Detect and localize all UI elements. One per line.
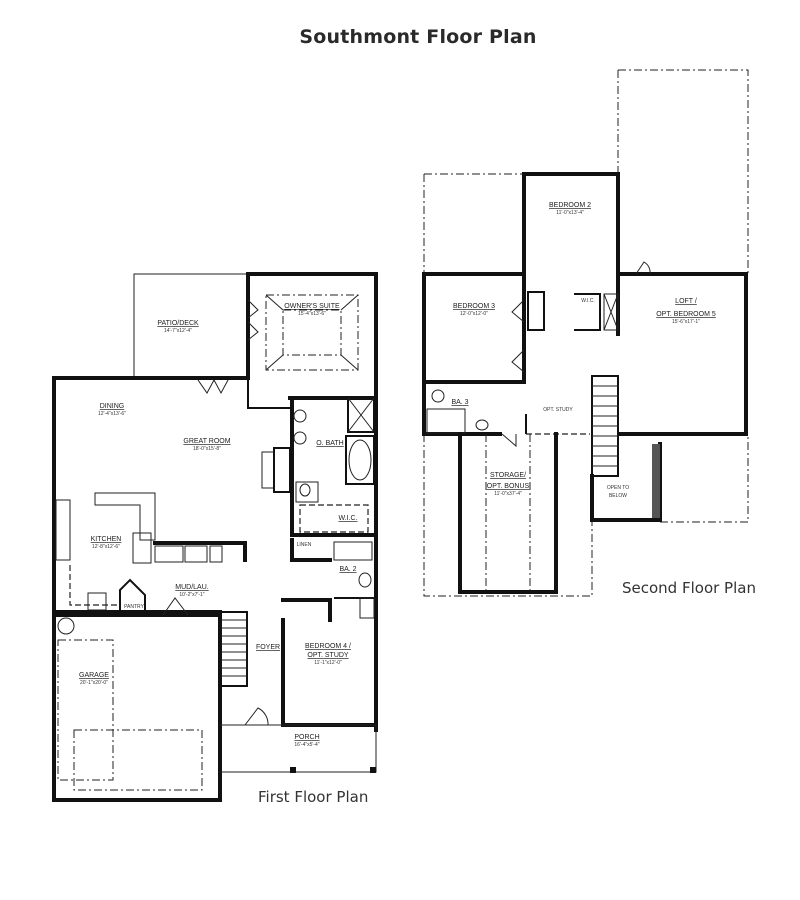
label-great-room: GREAT ROOM (183, 438, 230, 445)
label-open-line1: OPEN TO (607, 485, 629, 491)
dims-dining: 12'-4"x13'-6" (98, 411, 126, 417)
first-floor-plan (52, 272, 378, 802)
label-owners-suite: OWNER'S SUITE (284, 303, 340, 310)
label-wic-first: W.I.C. (338, 515, 357, 522)
dims-bedroom2: 11'-0"x13'-4" (556, 210, 584, 216)
label-open-below: BELOW (609, 493, 627, 499)
label-garage: GARAGE (79, 672, 109, 679)
dims-mudfall: 10'-2"x7'-1" (179, 592, 204, 598)
dims-kitchen: 12'-8"x12'-6" (92, 544, 120, 550)
stairs-first-floor (220, 611, 248, 687)
label-kitchen: KITCHEN (91, 536, 122, 543)
label-wic-second: W.I.C. (581, 298, 595, 304)
label-storage: OPT. BONUS (487, 483, 530, 490)
stairs-second-floor (591, 375, 619, 477)
room-labels: PATIO/DECK 14'-7"x12'-4" OWNER'S SUITE 1… (79, 202, 716, 748)
label-opt-study: OPT. STUDY (543, 407, 573, 413)
label-bedroom3: BEDROOM 3 (453, 303, 495, 310)
label-loft-line1: LOFT / (675, 298, 697, 305)
label-dining: DINING (100, 403, 125, 410)
label-ba2: BA. 2 (339, 566, 356, 573)
label-linen: LINEN (297, 542, 312, 548)
label-pantry: PANTRY (124, 604, 144, 610)
label-loft: OPT. BEDROOM 5 (656, 311, 716, 318)
label-storage-line1: STORAGE/ (490, 472, 526, 479)
label-bedroom4: OPT. STUDY (307, 652, 349, 659)
dims-bedroom3: 12'-0"x12'-0" (460, 311, 488, 317)
dims-loft: 15'-6"x17'-1" (672, 319, 700, 325)
dims-patio: 14'-7"x12'-4" (164, 328, 192, 334)
first-floor-caption: First Floor Plan (258, 788, 369, 806)
dims-owners-suite: 15'-4"x13'-6" (298, 311, 326, 317)
dims-bedroom4: 11'-1"x12'-0" (314, 660, 342, 666)
label-foyer: FOYER (256, 644, 280, 651)
label-porch: PORCH (294, 734, 319, 741)
label-patio: PATIO/DECK (157, 320, 199, 327)
dims-garage: 20'-1"x20'-0" (80, 680, 108, 686)
label-bedroom4-line1: BEDROOM 4 / (305, 643, 351, 650)
label-o-bath: O. BATH (316, 440, 343, 447)
label-ba3: BA. 3 (451, 399, 468, 406)
dims-porch: 16'-4"x5'-4" (294, 742, 319, 748)
second-floor-plan (422, 69, 749, 597)
dims-great-room: 18'-0"x15'-8" (193, 446, 221, 452)
label-mudfall: MUD/LAU. (175, 584, 209, 591)
dims-storage: 11'-0"x37'-4" (494, 491, 522, 497)
page-title: Southmont Floor Plan (299, 26, 537, 48)
second-floor-caption: Second Floor Plan (622, 579, 756, 597)
label-bedroom2: BEDROOM 2 (549, 202, 591, 209)
